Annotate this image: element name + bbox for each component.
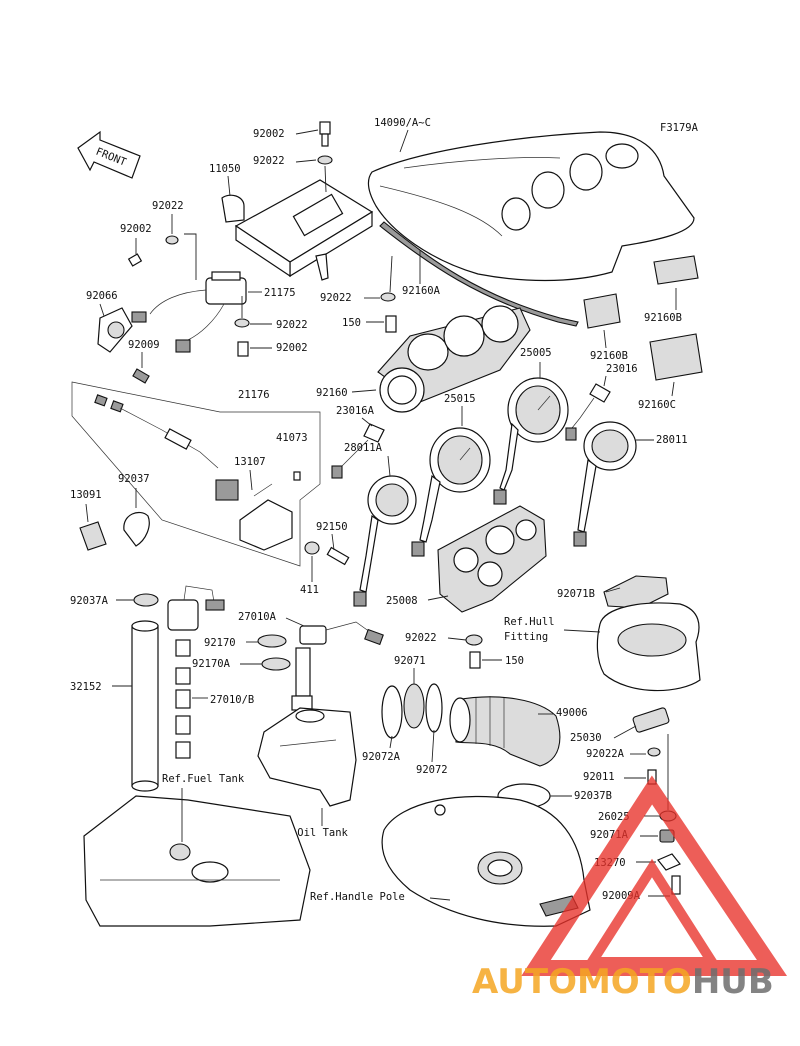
- label-92009: 92009: [128, 339, 160, 351]
- label-92170: 92170: [204, 637, 236, 649]
- label-92002-left: 92002: [120, 223, 152, 235]
- sensor-23016-part: [565, 383, 611, 441]
- watermark-logo-icon: [521, 775, 788, 976]
- label-92022-mid: 92022: [276, 319, 308, 331]
- label-23016: 23016: [606, 363, 638, 375]
- pad-part: [583, 255, 703, 381]
- ref-hull-line2: Fitting: [504, 631, 548, 643]
- oil-sender-part: [291, 621, 384, 711]
- label-14090: 14090/A~C: [374, 117, 431, 129]
- label-92160B-2: 92160B: [590, 350, 628, 362]
- dash-cover-part: [367, 131, 695, 282]
- strap-part: [123, 511, 150, 547]
- label-27010A: 27010A: [238, 611, 277, 623]
- trim-strip-part: [379, 221, 579, 327]
- washer-part: [165, 235, 179, 245]
- label-92071: 92071: [394, 655, 426, 667]
- label-28011A: 28011A: [344, 442, 383, 454]
- label-92160B-1: 92160B: [644, 312, 682, 324]
- label-92150: 92150: [316, 521, 348, 533]
- label-23016A: 23016A: [336, 405, 375, 417]
- label-41073: 41073: [276, 432, 308, 444]
- boot-part: [449, 696, 561, 767]
- oil-tank-part: [257, 707, 357, 807]
- label-92160: 92160: [316, 387, 348, 399]
- washer-411-part: [304, 541, 320, 555]
- label-25030: 25030: [570, 732, 602, 744]
- screw-92150-part: [326, 546, 350, 566]
- ring-parts: [381, 683, 443, 739]
- label-25015: 25015: [444, 393, 476, 405]
- label-150-top: 150: [342, 317, 361, 329]
- harness-outline: [71, 381, 321, 567]
- switch-part: [97, 307, 150, 384]
- label-92037B: 92037B: [574, 790, 612, 802]
- gauge-28011A-part: [353, 475, 417, 607]
- label-26025: 26025: [598, 811, 630, 823]
- label-92037: 92037: [118, 473, 150, 485]
- label-92022-low: 92022: [405, 632, 437, 644]
- label-25005: 25005: [520, 347, 552, 359]
- label-28011: 28011: [656, 434, 688, 446]
- label-27010B: 27010/B: [210, 694, 254, 706]
- label-32152: 32152: [70, 681, 102, 693]
- label-92022A: 92022A: [586, 748, 625, 760]
- label-21175: 21175: [264, 287, 296, 299]
- gauge-25005-part: [493, 377, 569, 505]
- harness-part: [94, 394, 301, 551]
- clamp-92170A-part: [261, 657, 291, 671]
- label-49006: 49006: [556, 707, 588, 719]
- label-92072: 92072: [416, 764, 448, 776]
- gauge-25015-part: [411, 427, 491, 557]
- label-92022-left: 92022: [152, 200, 184, 212]
- label-150-low: 150: [505, 655, 524, 667]
- label-13107: 13107: [234, 456, 266, 468]
- label-92071B: 92071B: [557, 588, 595, 600]
- label-92022-top: 92022: [253, 155, 285, 167]
- gauge-bracket-part: [221, 179, 374, 281]
- clamp-92037A-part: [133, 593, 159, 607]
- label-92072A: 92072A: [362, 751, 401, 763]
- label-92011: 92011: [583, 771, 615, 783]
- label-92037A: 92037A: [70, 595, 109, 607]
- label-92002-mid: 92002: [276, 342, 308, 354]
- diagram-code: F3179A: [660, 122, 699, 134]
- watermark-text: AUTOMOTOHUB: [472, 962, 774, 1002]
- clamp-92170-part: [257, 634, 287, 648]
- fuel-sender-part: [167, 585, 225, 759]
- label-92022-center: 92022: [320, 292, 352, 304]
- buzzer-part: [131, 271, 247, 353]
- fuel-tank-part: [83, 795, 311, 927]
- label-21176: 21176: [238, 389, 270, 401]
- ref-hull-line1: Ref.Hull: [504, 616, 555, 628]
- label-92066: 92066: [86, 290, 118, 302]
- handle-pole-part: [381, 795, 591, 927]
- label-25008: 25008: [386, 595, 418, 607]
- label-92160C: 92160C: [638, 399, 676, 411]
- label-92170A: 92170A: [192, 658, 231, 670]
- label-92160A: 92160A: [402, 285, 441, 297]
- gauge-housing-part: [377, 305, 531, 413]
- screw-part: [319, 121, 331, 135]
- label-411: 411: [300, 584, 319, 596]
- gauge-panel-part: [437, 505, 547, 613]
- label-11050: 11050: [209, 163, 241, 175]
- hull-fitting-part: [596, 575, 701, 692]
- label-13091: 13091: [70, 489, 102, 501]
- sensor-23016A-part: [331, 423, 385, 479]
- gauge-28011-part: [573, 421, 637, 547]
- ref-fuel-tank: Ref.Fuel Tank: [162, 773, 245, 785]
- sensor-25030-part: [632, 707, 670, 733]
- label-92002-top: 92002: [253, 128, 285, 140]
- fuel-tube-part: [131, 620, 159, 792]
- front-arrow-icon: [77, 130, 141, 179]
- ref-handle-pole: Ref.Handle Pole: [310, 891, 405, 903]
- pad-13091-part: [79, 521, 107, 551]
